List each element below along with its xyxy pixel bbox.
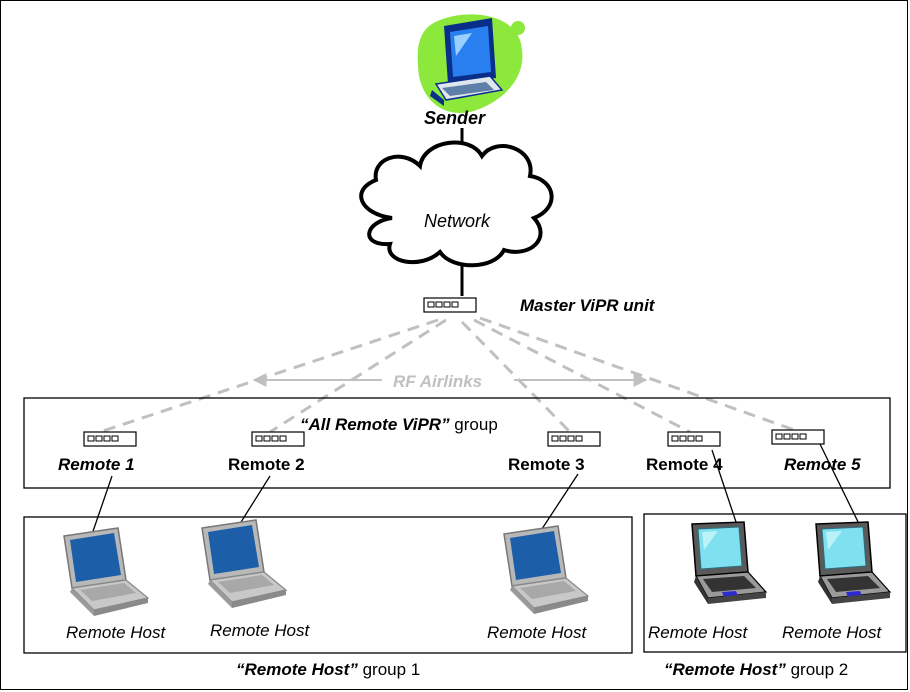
sender-label: Sender <box>424 108 486 128</box>
remote-1-router-icon <box>83 431 137 447</box>
network-label: Network <box>424 211 491 231</box>
remote-host-label: Remote Host <box>648 623 748 642</box>
remote-4-label: Remote 4 <box>646 455 723 474</box>
laptop-icon <box>503 525 589 615</box>
remote-2-router-icon <box>251 431 305 447</box>
remote-5-router-icon <box>771 429 825 445</box>
remote-host-links <box>89 443 863 541</box>
cloud-icon <box>359 140 554 268</box>
all-remote-vipr-group-label: “All Remote ViPR” group <box>300 415 498 434</box>
remote-host-label: Remote Host <box>782 623 882 642</box>
rf-airlinks-label: RF Airlinks <box>393 372 483 391</box>
laptop-icon <box>815 521 891 605</box>
remote-5-label: Remote 5 <box>784 455 861 474</box>
remote-3-label: Remote 3 <box>508 455 585 474</box>
remote-host-group-1-label: “Remote Host” group 1 <box>236 660 421 679</box>
master-vipr-label: Master ViPR unit <box>520 296 655 315</box>
remote-host-label: Remote Host <box>66 623 166 642</box>
laptop-icon <box>63 527 149 617</box>
remote-4-router-icon <box>667 431 721 447</box>
remote-1-label: Remote 1 <box>58 455 135 474</box>
remote-3-router-icon <box>547 431 601 447</box>
laptop-icon <box>201 519 287 609</box>
remote-host-group-2-label: “Remote Host” group 2 <box>664 660 849 679</box>
remote-host-label: Remote Host <box>487 623 587 642</box>
remote-host-group-2-box <box>643 513 907 653</box>
remote-host-group-1-box <box>23 516 633 654</box>
desktop-computer-icon <box>417 14 525 113</box>
laptop-icon <box>691 521 767 605</box>
remote-2-label: Remote 2 <box>228 455 305 474</box>
remote-host-label: Remote Host <box>210 621 310 640</box>
all-remote-vipr-group-box <box>23 397 891 489</box>
master-vipr-router-icon <box>423 297 477 313</box>
